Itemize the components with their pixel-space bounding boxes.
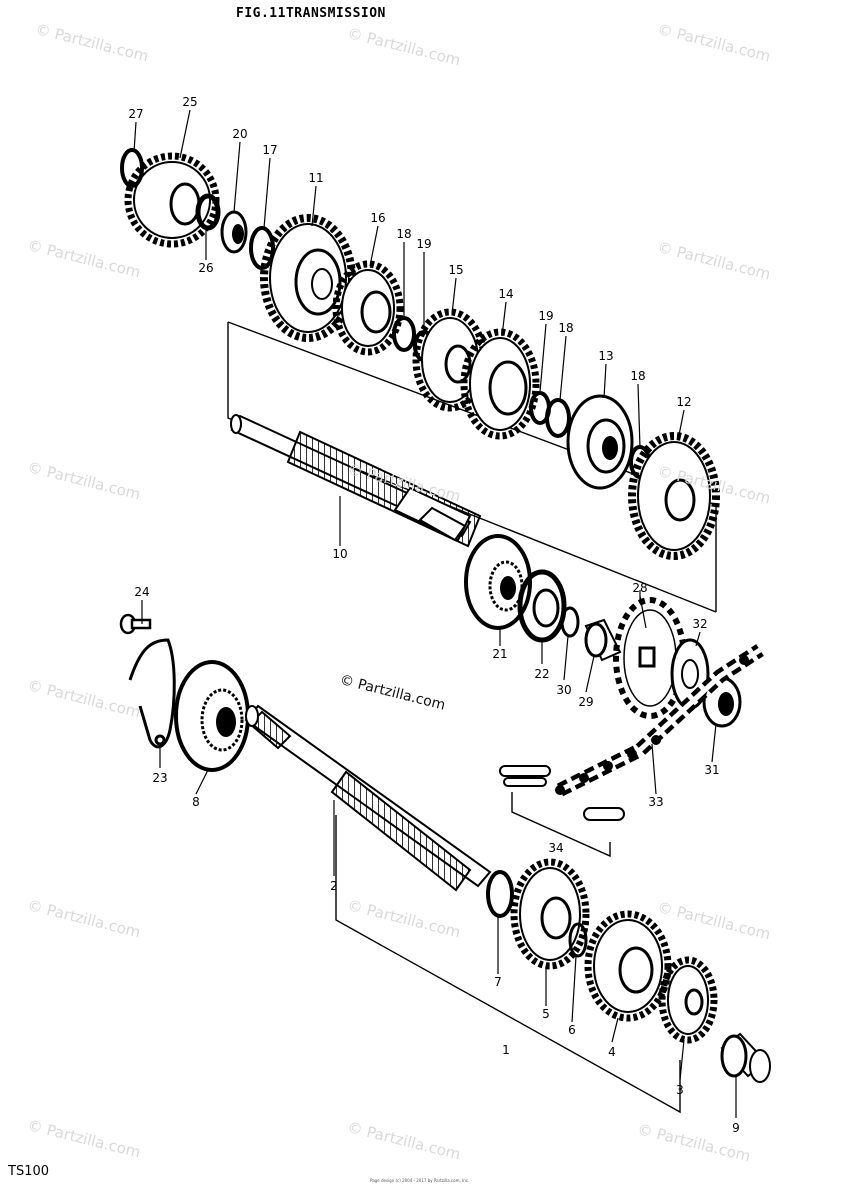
callout-29: 29: [578, 695, 593, 709]
callout-21: 21: [492, 647, 507, 661]
countershaft: [230, 414, 482, 548]
callout-2: 2: [330, 879, 338, 893]
callout-18c: 18: [630, 369, 645, 383]
callout-17: 17: [262, 143, 277, 157]
washers-19-18-lower: [529, 391, 571, 438]
callout-26: 26: [198, 261, 213, 275]
gear-13: [566, 394, 634, 490]
gear-11: [260, 214, 356, 342]
callout-19: 19: [416, 237, 431, 251]
gear-3: [658, 956, 718, 1044]
callout-14: 14: [498, 287, 513, 301]
washer-17: [249, 226, 275, 270]
callout-18b: 18: [558, 321, 573, 335]
callout-30: 30: [556, 683, 571, 697]
bushing-20: [220, 210, 248, 254]
callout-33: 33: [648, 795, 663, 809]
bearing-26: [195, 193, 221, 231]
callout-3: 3: [676, 1083, 684, 1097]
callout-28: 28: [632, 581, 647, 595]
drive-chain-33: [555, 644, 764, 797]
spacer-29: [584, 618, 622, 662]
callout-6: 6: [568, 1023, 576, 1037]
callout-24: 24: [134, 585, 149, 599]
callout-31: 31: [704, 763, 719, 777]
callout-9: 9: [732, 1121, 740, 1135]
callout-34: 34: [548, 841, 563, 855]
gear-5: [510, 858, 590, 970]
leader-lines: [133, 109, 737, 1118]
callout-19b: 19: [538, 309, 553, 323]
oring-30: [560, 606, 580, 638]
callout-23: 23: [152, 771, 167, 785]
driveshaft: [244, 704, 492, 892]
circlip-27: [120, 148, 144, 188]
footer-copyright: Page design (c) 2004 - 2017 by Partzilla…: [370, 1178, 470, 1183]
callout-18: 18: [396, 227, 411, 241]
callout-22: 22: [534, 667, 549, 681]
callout-4: 4: [608, 1045, 616, 1059]
callout-10: 10: [332, 547, 347, 561]
callout-5: 5: [542, 1007, 550, 1021]
callout-11: 11: [308, 171, 323, 185]
callout-7: 7: [494, 975, 502, 989]
callout-1: 1: [502, 1043, 510, 1057]
retainer-plate-23: [128, 638, 176, 749]
washer-7: [486, 870, 514, 918]
bearing-8: [174, 660, 250, 772]
gear-4: [584, 910, 672, 1022]
bolt-24: [119, 613, 152, 635]
callout-25: 25: [182, 95, 197, 109]
callout-27: 27: [128, 107, 143, 121]
callout-20: 20: [232, 127, 247, 141]
bushing-9: [720, 1032, 771, 1083]
callout-16: 16: [370, 211, 385, 225]
callout-12: 12: [676, 395, 691, 409]
callout-32: 32: [692, 617, 707, 631]
washer-6: [568, 922, 588, 958]
gear-16: [332, 260, 404, 356]
figure-title: FIG.11TRANSMISSION: [236, 6, 386, 21]
gear-14: [460, 328, 540, 440]
gear-12: [628, 432, 720, 560]
callout-15: 15: [448, 263, 463, 277]
model-label: TS100: [8, 1164, 50, 1179]
callout-8: 8: [192, 795, 200, 809]
callout-13: 13: [598, 349, 613, 363]
master-link-34: [499, 765, 625, 821]
callout-labels: 27 25 20 17 11 16 18 19 15 14 19 18 13 1…: [128, 95, 739, 1135]
